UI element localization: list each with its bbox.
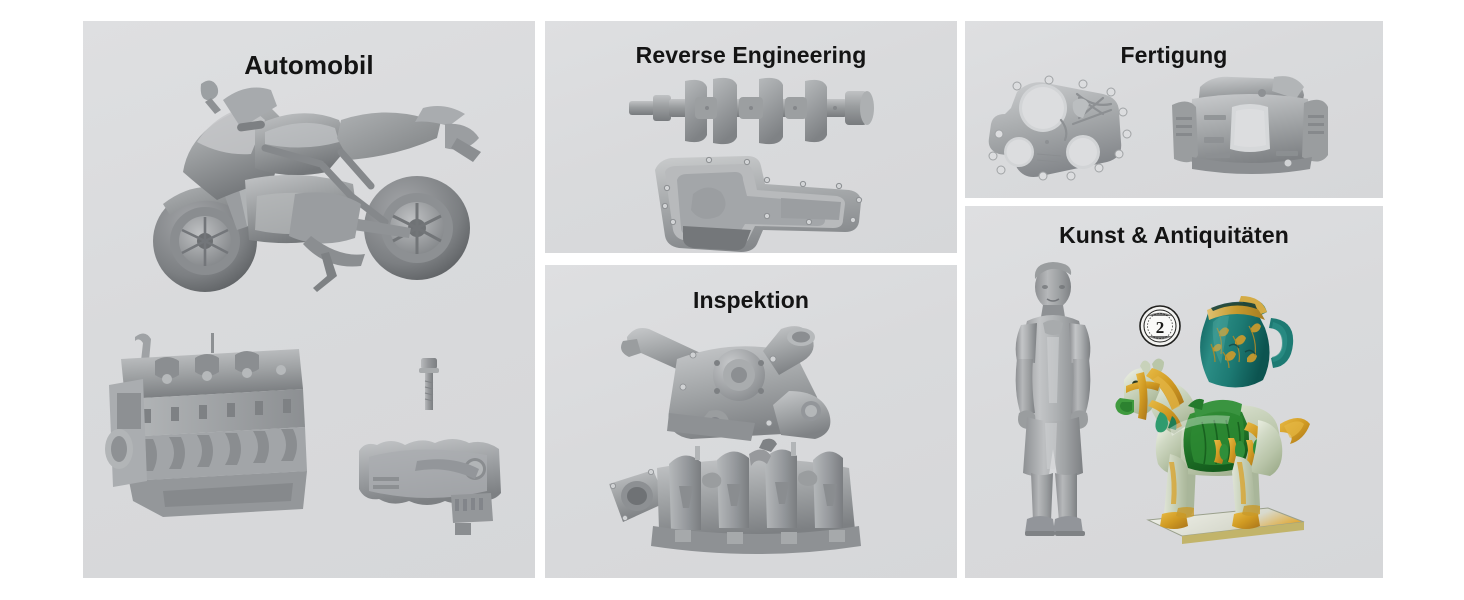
model-valve-cover-scan[interactable] — [355, 433, 505, 538]
engine-pulley — [105, 429, 133, 469]
model-human-figure-scan[interactable] — [993, 261, 1113, 551]
model-oil-pan-sump-scan[interactable] — [643, 154, 871, 252]
panel-fertigung[interactable]: Fertigung — [965, 21, 1383, 198]
panel-title-kunst-antiquitaeten: Kunst & Antiquitäten — [1059, 222, 1289, 248]
model-cylinder-head-bolt-scan[interactable] — [416, 357, 442, 412]
model-tang-sancai-horse-scan[interactable] — [1108, 358, 1323, 548]
panel-title-inspektion: Inspektion — [692, 287, 809, 313]
motorcycle-rear-wheel — [364, 176, 470, 280]
model-timing-cover-casting-scan[interactable] — [987, 75, 1147, 186]
model-intake-manifold-scan[interactable] — [591, 438, 891, 560]
panel-title-reverse-engineering: Reverse Engineering — [635, 42, 867, 68]
model-sportbike-motorcycle-scan[interactable] — [145, 76, 495, 301]
panel-reverse-engineering[interactable]: Reverse Engineering — [545, 21, 957, 253]
panel-title-fertigung: Fertigung — [1120, 42, 1228, 68]
model-glazed-ceramic-pitcher-scan[interactable] — [1189, 288, 1297, 400]
coin-face-value: 2 — [1156, 318, 1165, 337]
panel-inspektion[interactable]: Inspektion — [545, 265, 957, 578]
panel-title-automobil: Automobil — [244, 50, 374, 80]
model-crankshaft-scan[interactable] — [629, 77, 879, 145]
model-antique-coin-scan[interactable]: 2 — [1138, 304, 1182, 348]
model-brake-caliper-scan[interactable] — [1170, 71, 1330, 189]
model-inline-six-engine-block-scan[interactable] — [103, 331, 318, 521]
panel-automobil[interactable]: Automobil — [83, 21, 535, 578]
panel-kunst-antiquitaeten[interactable]: Kunst & Antiquitäten — [965, 206, 1383, 578]
motorcycle-front-wheel — [153, 190, 257, 292]
model-water-pump-housing-scan[interactable] — [621, 315, 871, 445]
water-pump-hub — [713, 349, 765, 401]
